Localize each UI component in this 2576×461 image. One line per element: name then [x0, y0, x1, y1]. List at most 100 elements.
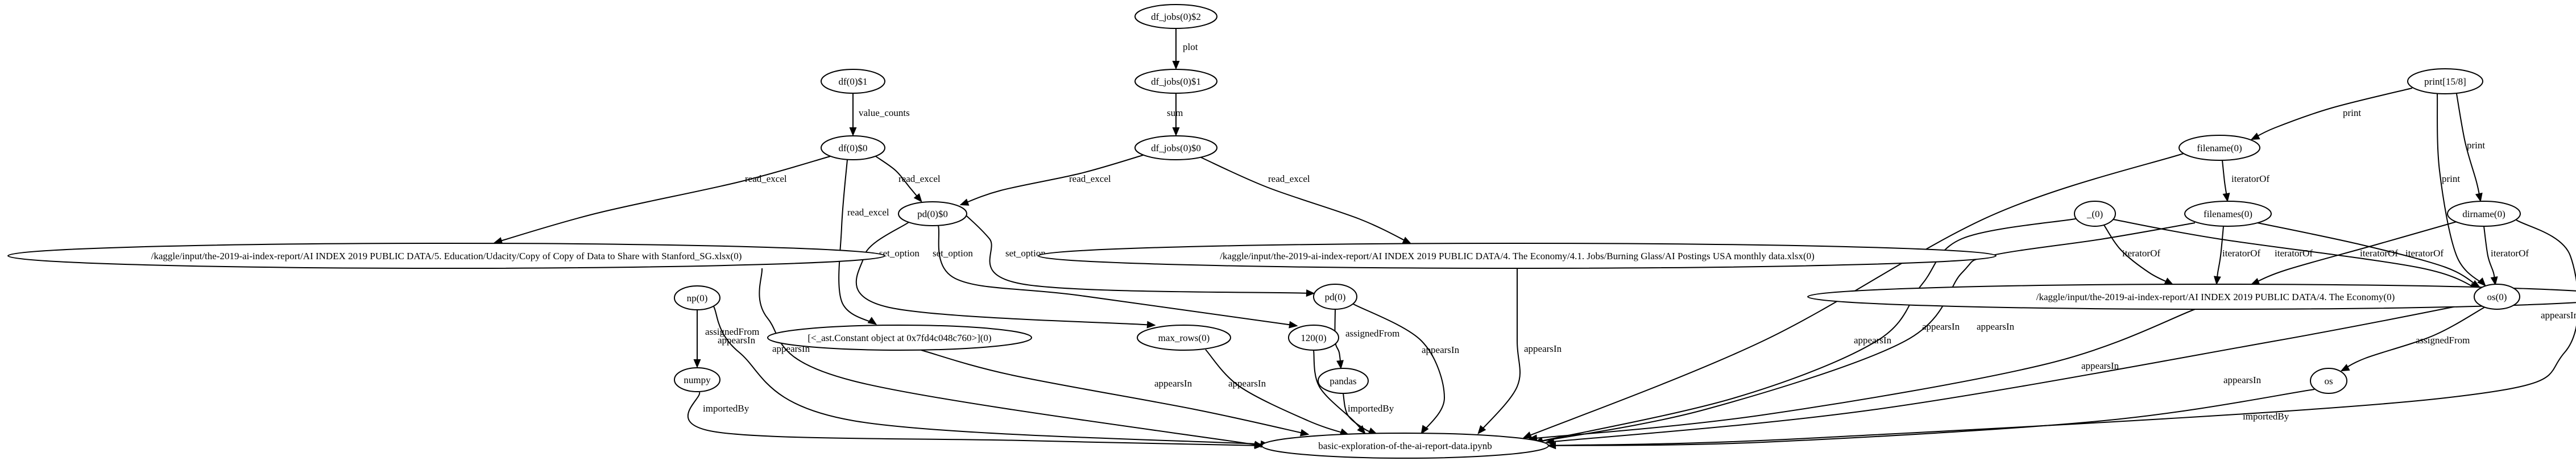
- node-shape: [1807, 284, 2576, 310]
- edge-label: importedBy: [703, 403, 749, 414]
- edge-arrowhead: [493, 237, 503, 244]
- edge-arrowhead: [2222, 193, 2230, 202]
- edge-line: [966, 215, 1314, 294]
- edge-arrowhead: [1172, 61, 1180, 70]
- edge-label: iteratorOf: [2222, 248, 2260, 259]
- edge-numpy-to-notebook: importedBy: [687, 392, 1264, 450]
- node-shape: [7, 243, 885, 269]
- edge-path_jobs-to-notebook: appearsIn: [1477, 268, 1562, 434]
- edge-label: print: [2467, 140, 2485, 151]
- edge-arrowhead: [2475, 192, 2483, 202]
- edge-pd0-to-pandas: assignedFrom: [1334, 309, 1399, 369]
- edge-label: appearsIn: [1422, 344, 1460, 355]
- node-shape: [767, 325, 1032, 351]
- node-shape: [821, 135, 885, 160]
- node-under0: _(0): [2074, 201, 2116, 227]
- node-os0: os(0): [2474, 284, 2520, 310]
- edge-label: print: [2442, 173, 2460, 184]
- node-label: print[15/8]: [2424, 76, 2466, 87]
- edge-label: appearsIn: [2223, 375, 2262, 385]
- node-label: _(0): [2086, 209, 2103, 219]
- edge-arrowhead: [2490, 276, 2498, 286]
- edge-arrowhead: [2340, 364, 2350, 372]
- edge-line: [1529, 309, 2196, 439]
- edge-dirname0-to-os0: iteratorOf: [2483, 226, 2529, 286]
- node-n120: 120(0): [1288, 325, 1339, 351]
- node-shape: [1038, 243, 1997, 269]
- edge-arrowhead: [1545, 438, 1555, 446]
- node-path_jobs: /kaggle/input/the-2019-ai-index-report/A…: [1038, 243, 1997, 269]
- node-filename0: filename(0): [2179, 135, 2260, 161]
- node-df_jobs0_1: df_jobs(0)$1: [1134, 69, 1217, 94]
- edge-arrowhead: [1299, 429, 1310, 437]
- node-np0: np(0): [674, 285, 720, 310]
- node-df0_0: df(0)$0: [821, 135, 885, 160]
- edge-arrowhead: [849, 127, 857, 136]
- edge-df0_0-to-ast_const: read_excel: [838, 159, 889, 325]
- node-numpy: numpy: [674, 367, 720, 392]
- node-df_jobs0_0: df_jobs(0)$0: [1134, 135, 1217, 160]
- edge-arrowhead: [1289, 321, 1298, 329]
- edge-os0-to-os: assignedFrom: [2340, 306, 2486, 372]
- edge-path_economy-to-notebook: appearsIn: [1528, 309, 2196, 442]
- edge-df_jobs0_2-to-df_jobs0_1: plot: [1172, 28, 1198, 70]
- edge-line: [494, 156, 831, 243]
- node-dirname0: dirname(0): [2447, 201, 2521, 227]
- node-shape: [2310, 368, 2347, 394]
- edge-arrowhead: [867, 317, 877, 325]
- node-shape: [1313, 284, 1357, 310]
- edge-arrowhead: [1357, 425, 1366, 434]
- node-shape: [1288, 325, 1339, 351]
- edge-label: appearsIn: [1154, 378, 1192, 389]
- edge-line: [855, 222, 1155, 326]
- edge-label: read_excel: [847, 207, 889, 218]
- edge-line: [875, 156, 922, 202]
- edge-label: assignedFrom: [705, 326, 759, 337]
- node-print158: print[15/8]: [2407, 68, 2483, 94]
- edge-label: appearsIn: [2081, 360, 2119, 371]
- edge-line: [1546, 302, 2477, 443]
- edge-df0_1-to-df0_0: value_counts: [849, 93, 910, 136]
- node-label: os(0): [2487, 292, 2507, 302]
- node-pd0: pd(0): [1313, 284, 1357, 310]
- edge-label: iteratorOf: [2491, 248, 2529, 259]
- node-shape: [674, 367, 720, 392]
- edge-label: set_option: [879, 248, 920, 259]
- edge-line: [2437, 93, 2486, 286]
- edge-arrowhead: [1402, 236, 1412, 244]
- node-shape: [1261, 433, 1549, 459]
- edge-label: value_counts: [859, 107, 910, 118]
- edge-label: read_excel: [745, 173, 787, 184]
- edge-label: importedBy: [1348, 403, 1394, 414]
- edge-label: assignedFrom: [2416, 335, 2470, 346]
- edge-line: [2251, 88, 2413, 140]
- edge-line: [938, 225, 1297, 326]
- node-label: os: [2324, 376, 2333, 387]
- node-label: np(0): [687, 293, 708, 304]
- node-pandas: pandas: [1318, 368, 1369, 394]
- edge-label: set_option: [933, 248, 973, 259]
- edge-line: [1200, 157, 1411, 244]
- edge-label: iteratorOf: [2275, 248, 2313, 259]
- edge-arrowhead: [2477, 277, 2486, 286]
- edge-arrowhead: [1547, 442, 1556, 450]
- node-label: /kaggle/input/the-2019-ai-index-report/A…: [151, 251, 742, 261]
- edge-arrowhead: [1254, 442, 1264, 450]
- nodes-layer: df_jobs(0)$2df_jobs(0)$1df_jobs(0)$0df(0…: [7, 4, 2576, 459]
- edge-arrowhead: [2250, 278, 2260, 285]
- edge-line: [1523, 153, 2184, 438]
- node-pd0_0: pd(0)$0: [898, 201, 967, 226]
- edge-label: appearsIn: [2541, 310, 2576, 321]
- edge-arrowhead: [693, 359, 701, 368]
- node-label: basic-exploration-of-the-ai-report-data.…: [1318, 441, 1492, 451]
- edge-os-to-notebook: importedBy: [1547, 389, 2315, 450]
- edge-arrowhead: [1172, 127, 1180, 136]
- edge-path_sg-to-notebook: appearsIn: [759, 268, 1264, 448]
- node-label: dirname(0): [2462, 209, 2505, 219]
- edge-label: iteratorOf: [2231, 173, 2269, 184]
- edge-line: [2257, 222, 2480, 288]
- node-label: df_jobs(0)$1: [1151, 76, 1201, 87]
- node-label: numpy: [684, 375, 711, 385]
- edge-arrowhead: [1420, 425, 1429, 435]
- node-label: pd(0): [1325, 292, 1346, 302]
